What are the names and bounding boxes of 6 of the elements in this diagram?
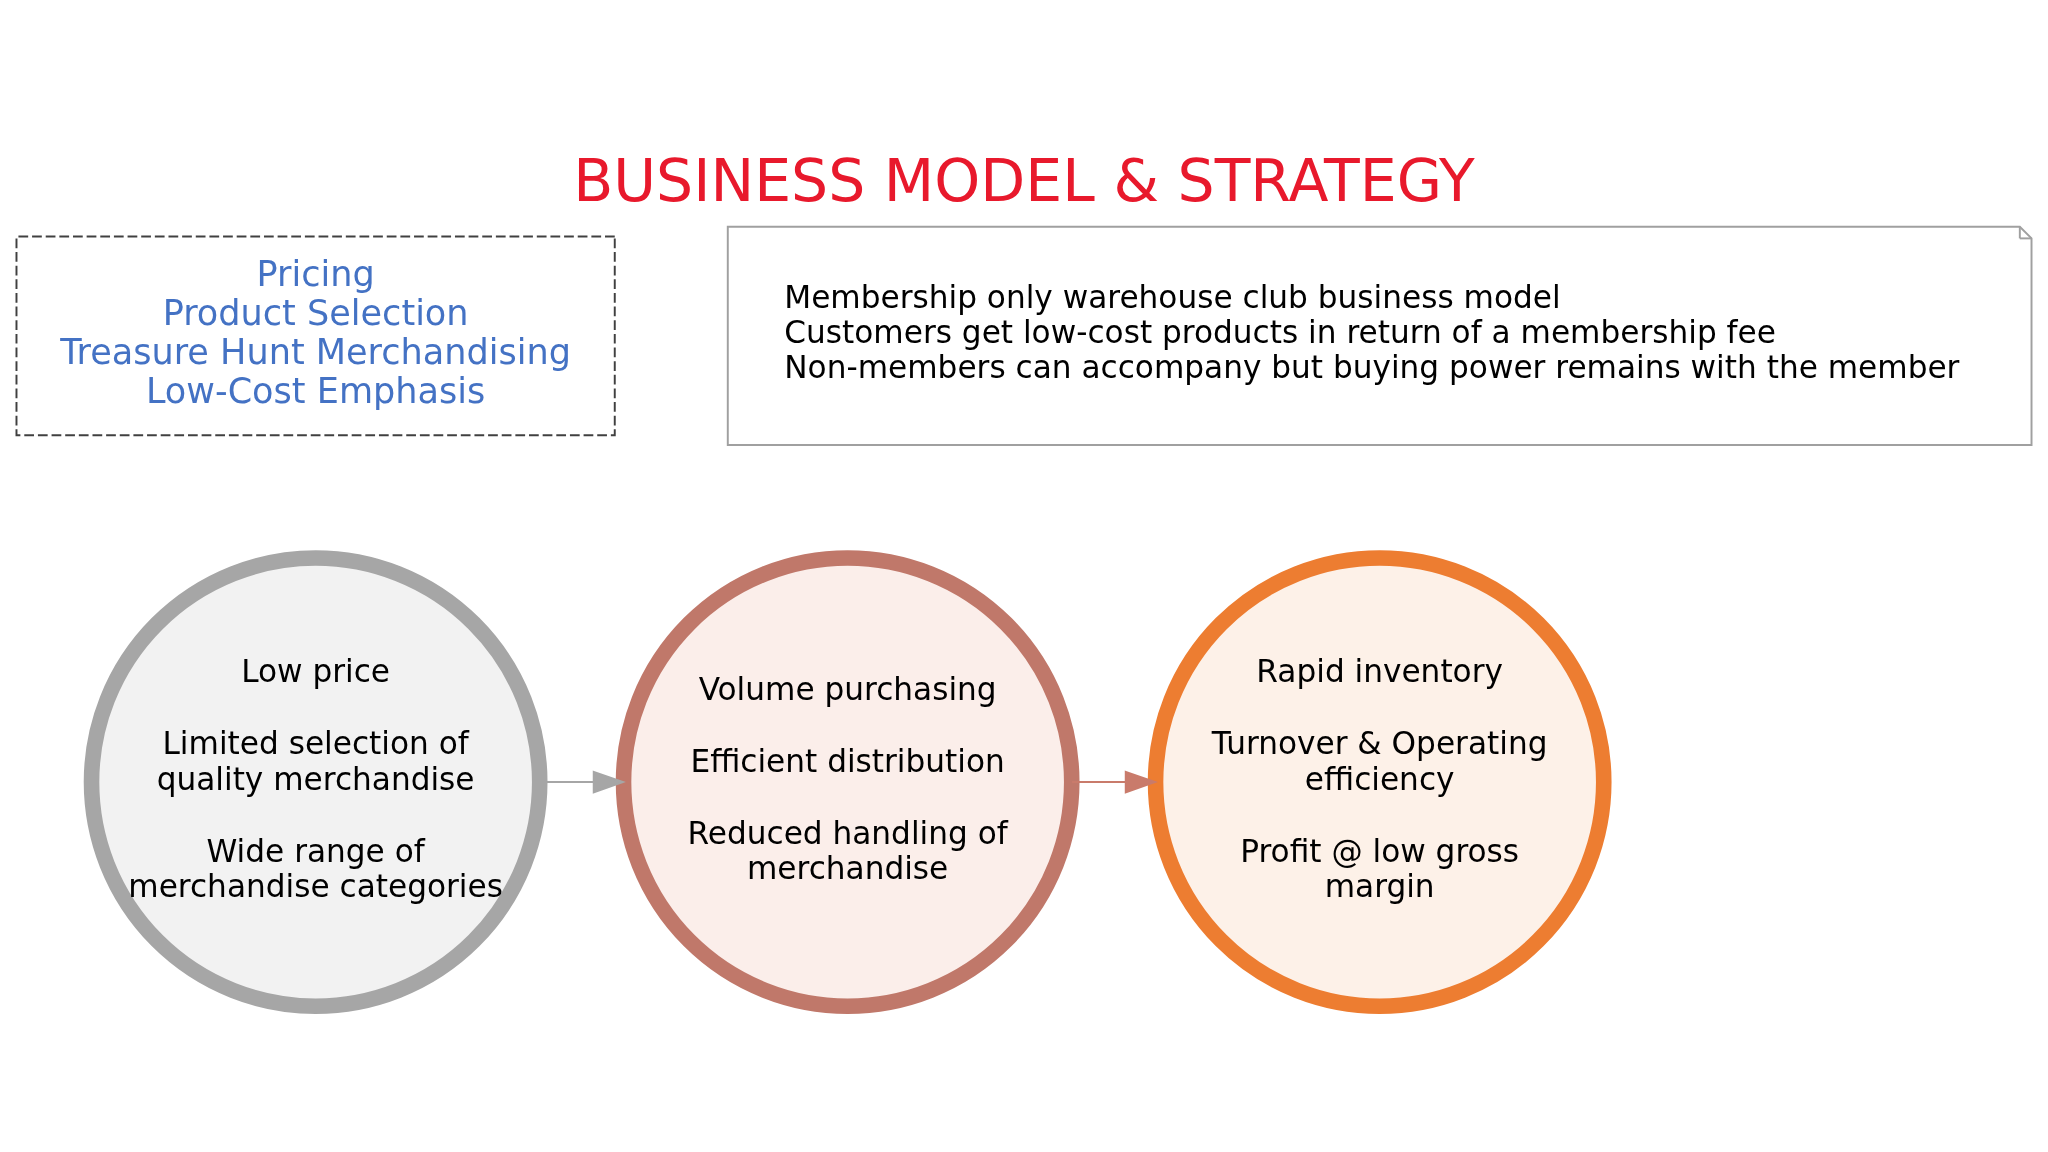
arrow: [1071, 770, 1158, 794]
node-circle: Rapid inventory Turnover & Operating efficiency Profit @ low gross margin: [1147, 549, 1612, 1014]
node-circle: Volume purchasing Efficient distribution Reduced handling of merchandise: [615, 549, 1080, 1014]
node-box: Pricing Product Selection Treasure Hunt Merchandising Low-Cost Emphasis: [15, 234, 616, 436]
node-circle: Low price Limited selection of quality merchandise Wide range of merchandise categories: [83, 549, 548, 1014]
diagram-title: BUSINESS MODEL & STRATEGY: [573, 146, 1475, 215]
